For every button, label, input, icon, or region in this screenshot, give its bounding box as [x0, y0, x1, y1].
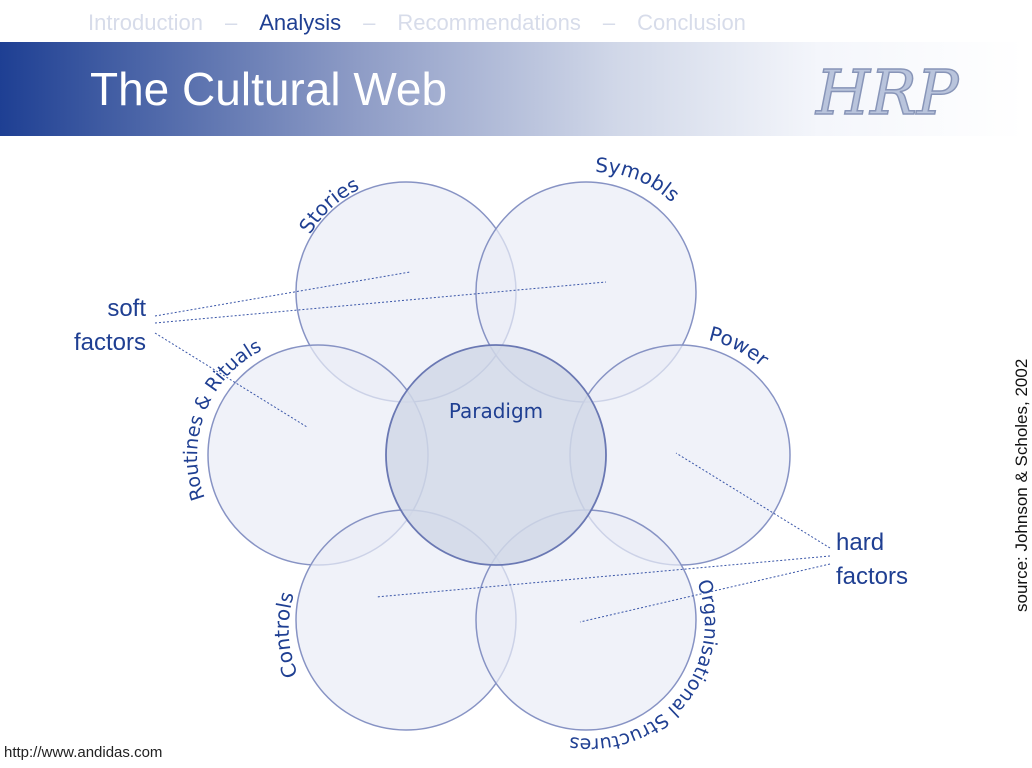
- source-citation: source: Johnson & Scholes, 2002: [1012, 358, 1031, 612]
- top-navigation: Introduction – Analysis – Recommendation…: [88, 8, 746, 38]
- soft-factors-line-2: factors: [73, 329, 146, 356]
- hard-factors-line-2: factors: [836, 563, 909, 590]
- nav-item-analysis[interactable]: Analysis: [259, 10, 342, 35]
- nav-separator: –: [224, 10, 238, 35]
- soft-factors-line-1: soft: [107, 295, 146, 322]
- soft-factor-connectors: [154, 271, 607, 428]
- hard-factor-connectors: [375, 452, 831, 623]
- hrp-logo: HRP: [814, 55, 960, 130]
- nav-item-conclusion[interactable]: Conclusion: [637, 10, 746, 35]
- footer-url[interactable]: http://www.andidas.com: [4, 744, 163, 761]
- soft-factors-label: soft factors: [74, 292, 146, 360]
- hard-factors-label: hard factors: [836, 526, 908, 594]
- circle-paradigm: [385, 344, 607, 566]
- hrp-logo-text: HRP: [815, 56, 960, 129]
- nav-separator: –: [363, 10, 376, 35]
- outer-circles: [207, 181, 791, 731]
- connector-soft-stories: [154, 271, 411, 317]
- connector-hard-org: [579, 563, 831, 623]
- slide-title: The Cultural Web: [90, 63, 448, 115]
- label-paradigm: Paradigm: [449, 399, 543, 423]
- connector-soft-routines: [154, 332, 308, 428]
- nav-separator: –: [602, 10, 616, 35]
- title-banner: [0, 42, 1024, 136]
- nav-item-introduction[interactable]: Introduction: [88, 10, 203, 35]
- nav-item-recommendations[interactable]: Recommendations: [397, 10, 581, 35]
- hard-factors-line-1: hard: [836, 529, 885, 556]
- connector-soft-symbols: [154, 281, 607, 324]
